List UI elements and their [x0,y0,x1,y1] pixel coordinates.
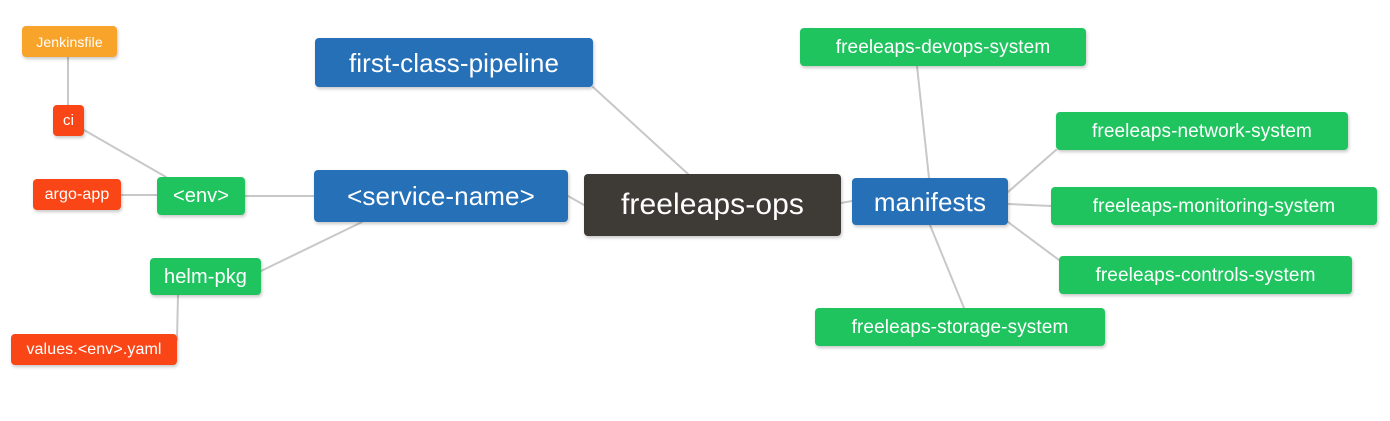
edge-manifests-devops [916,65,930,179]
node-network[interactable]: freeleaps-network-system [1056,112,1348,150]
edge-helm-values [176,294,179,341]
edge-env-ci [83,129,167,178]
node-manifests[interactable]: manifests [852,178,1008,225]
edge-manifests-monitoring [1007,203,1052,207]
node-monitoring[interactable]: freeleaps-monitoring-system [1051,187,1377,225]
edge-root-pipeline [592,86,689,175]
edge-manifests-network [1007,149,1057,193]
node-jenkinsfile[interactable]: Jenkinsfile [22,26,117,57]
node-controls[interactable]: freeleaps-controls-system [1059,256,1352,294]
node-service[interactable]: <service-name> [314,170,568,222]
node-devops[interactable]: freeleaps-devops-system [800,28,1086,66]
node-ci[interactable]: ci [53,105,84,136]
node-storage[interactable]: freeleaps-storage-system [815,308,1105,346]
node-env[interactable]: <env> [157,177,245,215]
node-pipeline[interactable]: first-class-pipeline [315,38,593,87]
node-root[interactable]: freeleaps-ops [584,174,841,236]
node-values[interactable]: values.<env>.yaml [11,334,177,365]
edge-root-manifests [840,200,853,204]
node-helm[interactable]: helm-pkg [150,258,261,295]
edge-manifests-storage [929,224,965,309]
node-argoapp[interactable]: argo-app [33,179,121,210]
edge-service-helm [260,221,363,272]
edge-root-service [567,195,585,206]
edge-manifests-controls [1007,221,1060,261]
